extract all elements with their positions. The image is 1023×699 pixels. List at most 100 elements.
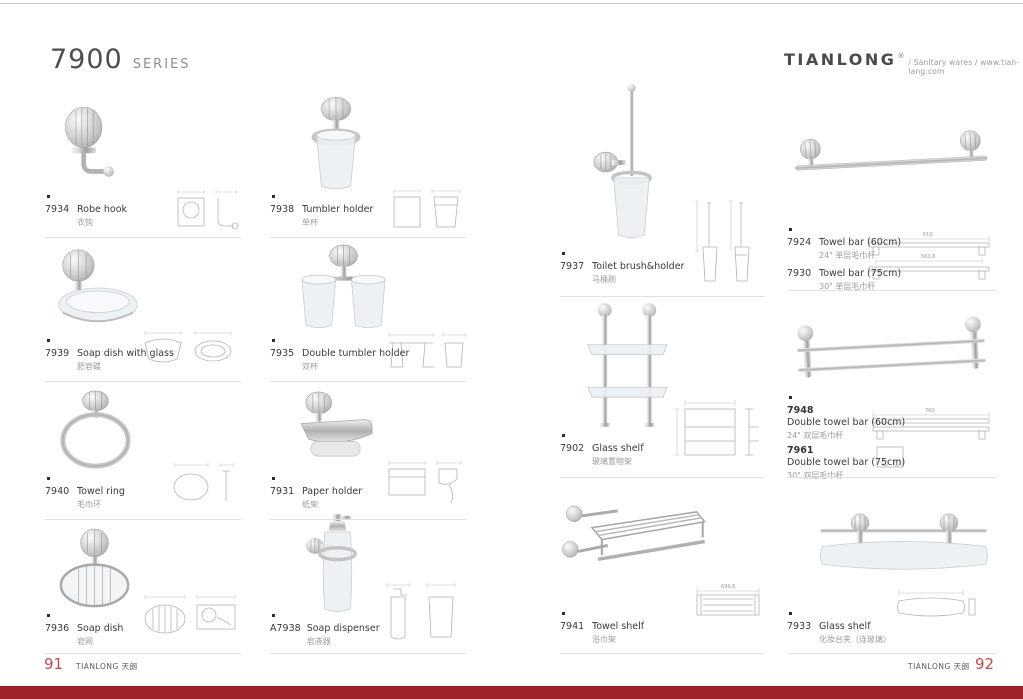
product-name: Soap dish with glass bbox=[77, 348, 174, 359]
product-name-cn: 皂液器 bbox=[306, 637, 331, 646]
footer-brand-left: TIANLONG 天朗 bbox=[76, 662, 138, 671]
product-photo-toilet-brush bbox=[593, 83, 652, 239]
dimension-label: 760 bbox=[925, 408, 935, 414]
product-name-cn: 纸架 bbox=[302, 500, 318, 509]
bullet-marker bbox=[272, 195, 275, 198]
tech-drawing-glass-shelf bbox=[897, 590, 976, 617]
product-id: 7961 bbox=[787, 445, 814, 456]
dimension-label: 699.6 bbox=[721, 584, 735, 590]
product-name: Double towel bar (75cm) bbox=[787, 457, 906, 468]
tech-drawing-toilet-brush bbox=[695, 200, 750, 282]
product-photo-glass-shelf bbox=[820, 513, 988, 570]
bullet-marker bbox=[562, 434, 565, 437]
product-label-7924-7930: 7924 Towel bar (60cm) 24" 单层毛巾杆 7930 Tow… bbox=[787, 228, 901, 292]
separator-line bbox=[787, 290, 996, 291]
separator-line bbox=[45, 237, 241, 238]
product-name-cn: 马桶刷 bbox=[592, 275, 616, 284]
page-number-left: 91 bbox=[44, 655, 64, 673]
tech-drawing-double-towel-bar: 760 bbox=[872, 408, 990, 468]
product-name-cn: 衣钩 bbox=[77, 218, 93, 227]
product-photo-robe-hook bbox=[65, 106, 114, 177]
product-label-7937: 7937 Toilet brush&holder 马桶刷 bbox=[560, 252, 684, 285]
product-label-7933: 7933 Glass shelf 化妆台夹（连玻璃） bbox=[787, 612, 891, 645]
product-label-7939: 7939 Soap dish with glass 肥皂碟 bbox=[45, 339, 174, 372]
product-name: Towel bar (75cm) bbox=[819, 268, 902, 279]
separator-line bbox=[787, 653, 996, 654]
separator-line bbox=[45, 519, 241, 520]
product-name-cn: 浴巾架 bbox=[592, 635, 616, 644]
product-name-cn: 24" 单层毛巾杆 bbox=[819, 251, 876, 260]
product-name: Double tumbler holder bbox=[302, 348, 410, 359]
product-id: 7933 bbox=[787, 621, 812, 632]
product-photo-double-tumbler bbox=[301, 244, 386, 329]
bullet-marker bbox=[272, 339, 275, 342]
product-photo-towel-shelf bbox=[562, 505, 707, 562]
product-label-7938: 7938 Tumbler holder 单杯 bbox=[270, 195, 373, 228]
product-name: Soap dish bbox=[77, 623, 124, 634]
tech-drawing-double-tumbler bbox=[388, 333, 466, 368]
product-photo-tumbler-holder bbox=[311, 96, 361, 190]
product-id: 7940 bbox=[45, 486, 70, 497]
product-label-7948-7961: 7948 Double towel bar (60cm) 24" 双层毛巾杆 7… bbox=[787, 396, 905, 485]
product-id: A7938 bbox=[270, 623, 301, 634]
bullet-marker bbox=[47, 195, 50, 198]
bullet-marker bbox=[47, 339, 50, 342]
product-photo-glass-shelf-rack bbox=[587, 303, 668, 427]
product-name-cn: 30" 双层毛巾杆 bbox=[787, 471, 844, 480]
product-name-cn: 毛巾环 bbox=[77, 500, 101, 509]
product-name: Towel bar (60cm) bbox=[819, 237, 902, 248]
product-label-7935: 7935 Double tumbler holder 双杯 bbox=[270, 339, 409, 372]
bullet-marker bbox=[789, 396, 792, 399]
tech-drawing-soap-dish-glass bbox=[144, 331, 232, 363]
tech-drawing-soap-dispenser bbox=[386, 583, 456, 640]
brand-header: TIANLONG ® / Sanitary wares / www.tian-l… bbox=[784, 50, 1023, 76]
product-id: 7939 bbox=[45, 348, 70, 359]
product-id: 7934 bbox=[45, 204, 70, 215]
product-name-cn: 24" 双层毛巾杆 bbox=[787, 431, 844, 440]
bottom-red-bar bbox=[0, 686, 1023, 699]
product-label-7931: 7931 Paper holder 纸架 bbox=[270, 477, 362, 510]
tech-drawing-soap-dish bbox=[144, 595, 236, 634]
product-name: Towel ring bbox=[77, 486, 125, 497]
dimension-label: 560.8 bbox=[921, 254, 935, 260]
product-label-7941: 7941 Towel shelf 浴巾架 bbox=[560, 612, 644, 645]
product-name: Towel shelf bbox=[592, 621, 645, 632]
product-photo-towel-ring bbox=[60, 390, 131, 469]
product-name-cn: 皂网 bbox=[77, 637, 93, 646]
product-id: 7948 bbox=[787, 405, 814, 416]
brand-tagline: / Sanitary wares / www.tian-lang.com bbox=[908, 58, 1020, 76]
product-name-cn: 肥皂碟 bbox=[77, 362, 101, 371]
product-name: Glass shelf bbox=[819, 621, 871, 632]
product-id: 7937 bbox=[560, 261, 585, 272]
separator-line bbox=[270, 653, 466, 654]
tech-drawing-towel-shelf: 699.6 bbox=[696, 584, 760, 616]
registered-mark-icon: ® bbox=[897, 52, 905, 60]
tech-drawing-paper-holder bbox=[388, 461, 462, 504]
separator-line bbox=[270, 519, 466, 520]
product-name: Toilet brush&holder bbox=[592, 261, 685, 272]
product-name-cn: 30" 单层毛巾杆 bbox=[819, 282, 876, 291]
product-name-cn: 化妆台夹（连玻璃） bbox=[819, 635, 891, 644]
separator-line bbox=[270, 237, 466, 238]
product-label-7936: 7936 Soap dish 皂网 bbox=[45, 614, 123, 647]
bullet-marker bbox=[272, 614, 275, 617]
product-label-A7938: A7938 Soap dispenser 皂液器 bbox=[270, 614, 380, 647]
product-name: Paper holder bbox=[302, 486, 363, 497]
bullet-marker bbox=[789, 612, 792, 615]
product-name-cn: 玻璃置物架 bbox=[592, 457, 632, 466]
product-label-7934: 7934 Robe hook 衣钩 bbox=[45, 195, 127, 228]
bullet-marker bbox=[47, 614, 50, 617]
product-name: Robe hook bbox=[77, 204, 128, 215]
separator-line bbox=[560, 296, 765, 297]
product-id: 7924 bbox=[787, 237, 812, 248]
separator-line bbox=[560, 477, 765, 478]
product-name: Soap dispenser bbox=[306, 623, 380, 634]
bullet-marker bbox=[562, 252, 565, 255]
separator-line bbox=[45, 381, 241, 382]
bullet-marker bbox=[562, 612, 565, 615]
tech-drawing-towel-bar: 610 560.8 bbox=[868, 232, 990, 280]
product-photo-soap-dish bbox=[59, 528, 130, 608]
product-id: 7902 bbox=[560, 443, 585, 454]
separator-line bbox=[787, 477, 996, 478]
product-photo-double-towel-bar bbox=[797, 316, 986, 378]
